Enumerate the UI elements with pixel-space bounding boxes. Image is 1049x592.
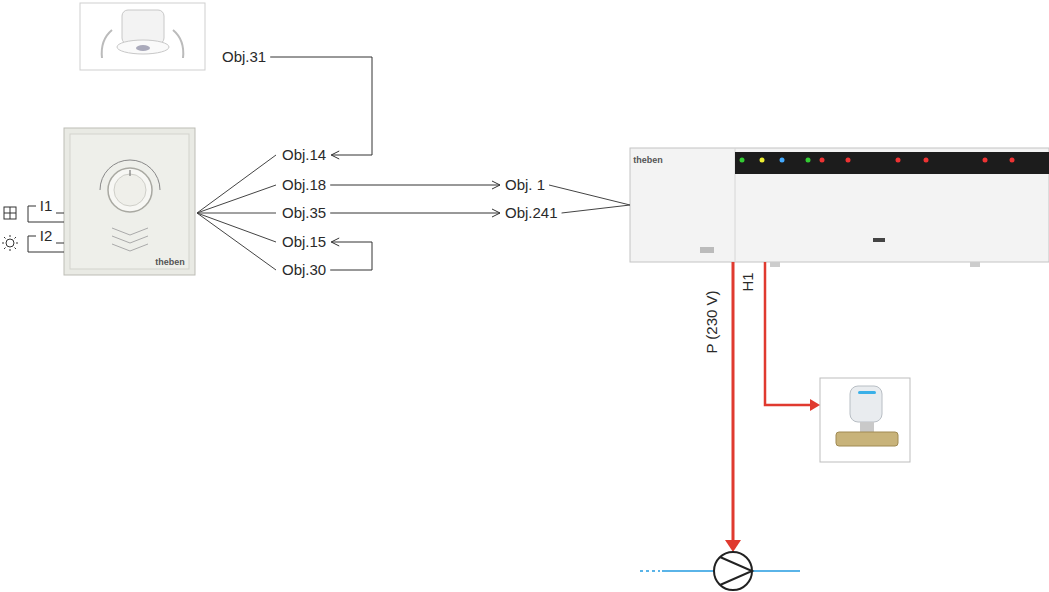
connector-line	[270, 57, 372, 155]
object-number: Obj.31	[222, 48, 266, 66]
connector-line	[330, 242, 372, 270]
connector	[270, 57, 372, 159]
connector-line	[330, 185, 500, 186]
brand-label: theben	[633, 154, 663, 166]
signal-label: I2	[40, 227, 53, 245]
object-label: Obj.14	[282, 146, 326, 164]
object-number: Obj.30	[282, 261, 326, 279]
power-lines	[725, 262, 820, 552]
thermostat	[64, 128, 195, 275]
signal-label: P (230 V)	[703, 290, 721, 353]
object-label: Obj.35	[282, 204, 326, 222]
bus-lines	[197, 155, 276, 270]
connector	[330, 238, 372, 270]
object-number: Obj.35	[282, 204, 326, 222]
object-label: Obj.31	[222, 48, 266, 66]
connector	[330, 209, 500, 217]
object-number: Obj. 1	[505, 176, 545, 194]
arrow-head	[331, 238, 339, 246]
input-wiring	[2, 206, 64, 252]
heating-actuator	[630, 148, 1049, 267]
object-label: Obj.241	[505, 204, 558, 222]
bus-line	[562, 205, 630, 213]
object-number: Obj.15	[282, 233, 326, 251]
object-number: Obj.241	[505, 204, 558, 222]
bus-line	[549, 185, 630, 205]
arrow-head	[492, 209, 500, 217]
connector	[330, 181, 500, 189]
signal-label: H1	[739, 272, 757, 291]
object-number: Obj.14	[282, 146, 326, 164]
connector-line	[330, 213, 500, 214]
bus-lines	[549, 185, 630, 213]
signal-label: I1	[40, 197, 53, 215]
brand-label: theben	[155, 256, 185, 268]
object-label: Obj. 1	[505, 176, 545, 194]
valve-actuator	[820, 378, 910, 462]
presence-detector	[80, 3, 205, 70]
object-label: Obj.30	[282, 261, 326, 279]
object-number: Obj.18	[282, 176, 326, 194]
object-label: Obj.15	[282, 233, 326, 251]
pump-symbol	[640, 552, 800, 590]
arrow-head	[331, 151, 339, 159]
arrow-head	[492, 181, 500, 189]
object-label: Obj.18	[282, 176, 326, 194]
